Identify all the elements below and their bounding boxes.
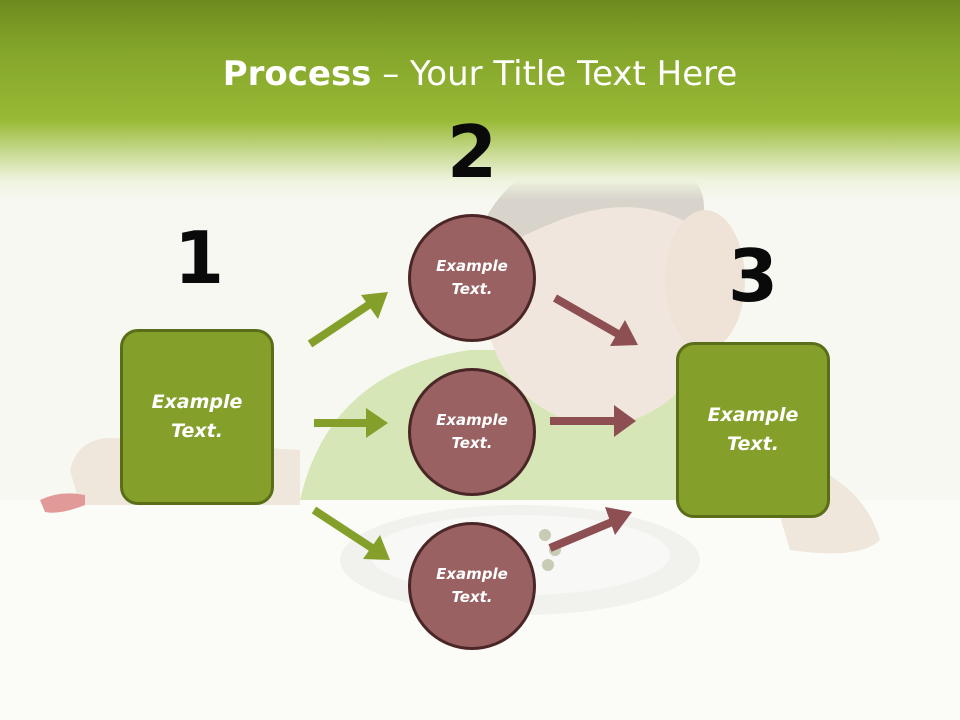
step-number-3: 3 xyxy=(727,234,779,318)
arrow-maroon-right xyxy=(550,405,636,437)
right-box-text: Example Text. xyxy=(707,404,799,455)
arrow-green-right xyxy=(314,408,388,438)
circle-middle: Example Text. xyxy=(408,368,536,496)
arrow-maroon-down xyxy=(553,294,638,346)
circle-top-text: Example Text. xyxy=(436,257,508,298)
right-box: Example Text. xyxy=(676,342,830,518)
step-number-1: 1 xyxy=(173,216,225,300)
title-bold: Process xyxy=(222,54,372,94)
arrow-green-up xyxy=(307,292,388,348)
circle-bottom: Example Text. xyxy=(408,522,536,650)
arrow-maroon-up xyxy=(548,507,632,552)
left-box: Example Text. xyxy=(120,329,274,505)
circle-bottom-text: Example Text. xyxy=(436,565,508,606)
left-box-text: Example Text. xyxy=(151,391,243,442)
slide-title: Process – Your Title Text Here xyxy=(0,52,960,96)
arrow-green-down xyxy=(311,506,390,560)
step-number-2: 2 xyxy=(446,110,498,194)
header-band xyxy=(0,0,960,200)
circle-middle-text: Example Text. xyxy=(436,411,508,452)
circle-top: Example Text. xyxy=(408,214,536,342)
title-rest: – Your Title Text Here xyxy=(371,54,738,94)
